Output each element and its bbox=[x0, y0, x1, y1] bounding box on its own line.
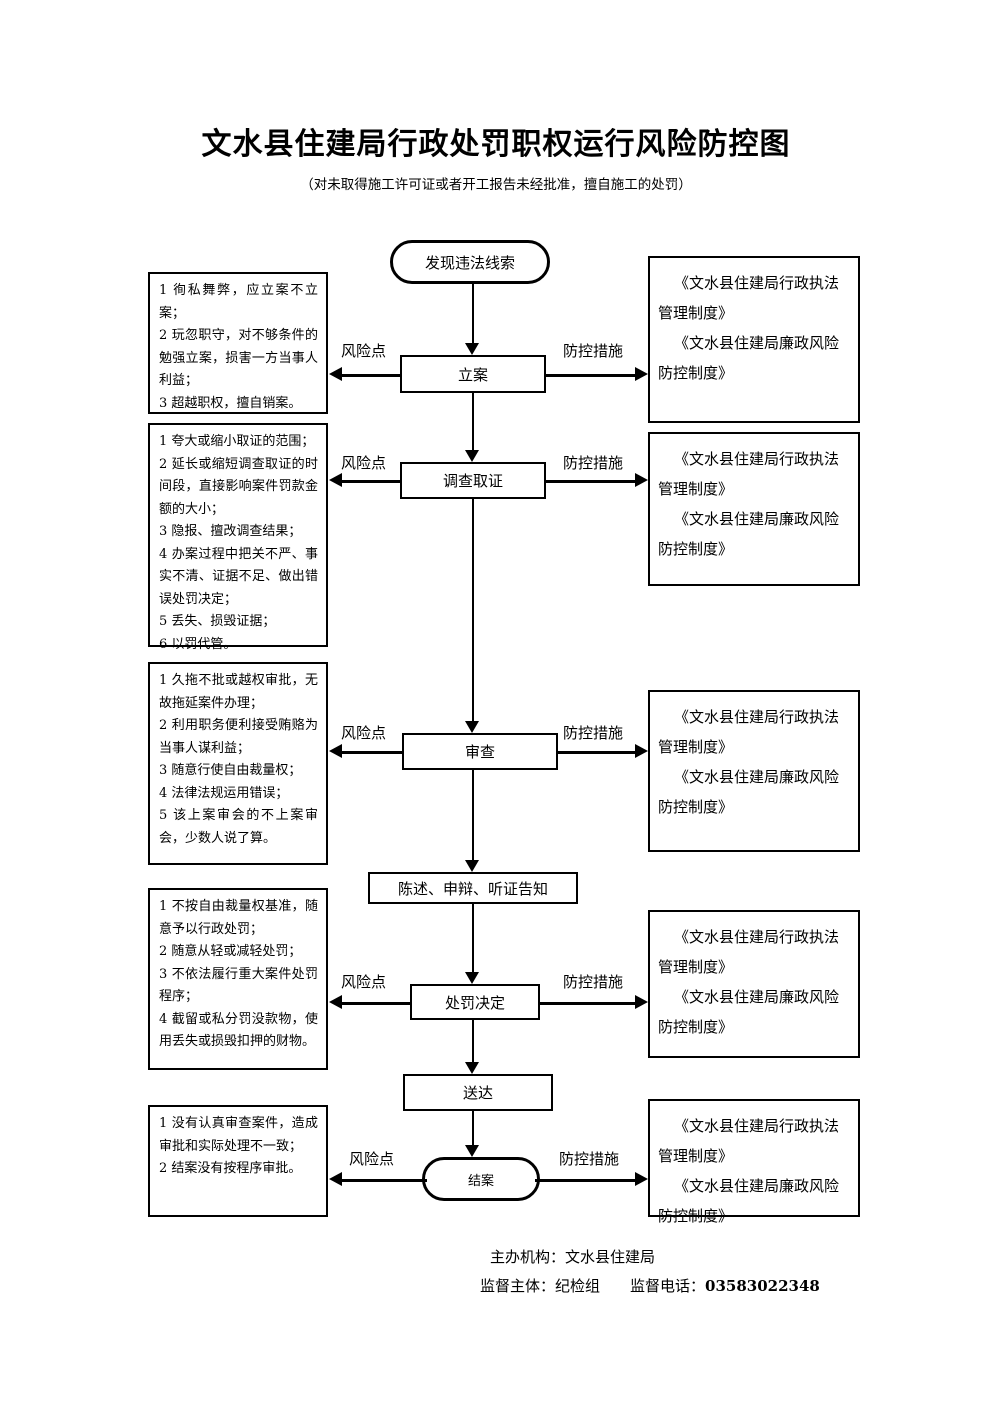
arrow-filing-investigate bbox=[465, 450, 479, 462]
footer-phone: 03583022348 bbox=[705, 1277, 820, 1295]
risk-box-filing: 1 徇私舞弊，应立案不立案； 2 玩忽职守，对不够条件的勉强立案，损害一方当事人… bbox=[148, 272, 328, 414]
control-line: 《文水县住建局行政执法管理制度》 bbox=[658, 928, 840, 976]
arrow-control-close bbox=[635, 1172, 648, 1186]
flow-node-close[interactable]: 结案 bbox=[422, 1157, 540, 1201]
control-line: 《文水县住建局廉政风险防控制度》 bbox=[658, 988, 840, 1036]
risk-box-decision: 1 不按自由裁量权基准，随意予以行政处罚； 2 随意从轻或减轻处罚； 3 不依法… bbox=[148, 888, 328, 1070]
page-title: 文水县住建局行政处罚职权运行风险防控图 bbox=[201, 127, 791, 162]
arrow-investigate-review bbox=[465, 721, 479, 733]
flow-node-investigate[interactable]: 调查取证 bbox=[400, 462, 546, 499]
arrow-risk-review bbox=[329, 744, 342, 758]
control-line: 《文水县住建局廉政风险防控制度》 bbox=[658, 334, 840, 382]
risk-box-review: 1 久拖不批或越权审批，无故拖延案件办理； 2 利用职务便利接受贿赂为当事人谋利… bbox=[148, 662, 328, 865]
risk-line: 5 该上案审会的不上案审会，少数人说了算。 bbox=[159, 808, 318, 846]
arrow-risk-investigate bbox=[329, 473, 342, 487]
control-box-close: 《文水县住建局行政执法管理制度》 《文水县住建局廉政风险防控制度》 bbox=[648, 1099, 860, 1225]
control-line: 《文水县住建局行政执法管理制度》 bbox=[658, 708, 840, 756]
label-risk-point-close: 风险点 bbox=[348, 1148, 396, 1169]
flow-node-deliver[interactable]: 送达 bbox=[403, 1074, 553, 1111]
risk-line: 4 办案过程中把关不严、事实不清、证据不足、做出错误处罚决定； bbox=[159, 546, 318, 607]
arrow-control-decision bbox=[635, 995, 648, 1009]
connector-risk-review bbox=[342, 751, 402, 754]
arrow-decision-deliver bbox=[465, 1062, 479, 1074]
label-risk-point-filing: 风险点 bbox=[340, 340, 388, 361]
flow-node-review[interactable]: 审查 bbox=[402, 733, 558, 770]
label-control-decision: 防控措施 bbox=[562, 971, 625, 992]
control-box-filing: 《文水县住建局行政执法管理制度》 《文水县住建局廉政风险防控制度》 bbox=[648, 256, 860, 423]
risk-box-close: 1 没有认真审查案件，造成审批和实际处理不一致； 2 结案没有按程序审批。 bbox=[148, 1105, 328, 1217]
footer-supervisor: 监督主体：纪检组 监督电话：03583022348 bbox=[480, 1275, 820, 1296]
risk-line: 4 截留或私分罚没款物，使用丢失或损毁扣押的财物。 bbox=[159, 1011, 318, 1050]
connector-control-close bbox=[535, 1179, 635, 1182]
connector-risk-decision bbox=[342, 1002, 410, 1005]
risk-line: 2 利用职务便利接受贿赂为当事人谋利益； bbox=[159, 718, 318, 756]
connector-filing-investigate bbox=[472, 393, 474, 450]
label-risk-point-investigate: 风险点 bbox=[340, 452, 388, 473]
flow-node-notify[interactable]: 陈述、申辩、听证告知 bbox=[368, 872, 578, 904]
label-control-review: 防控措施 bbox=[562, 722, 625, 743]
arrow-review-notify bbox=[465, 860, 479, 872]
label-control-filing: 防控措施 bbox=[562, 340, 625, 361]
risk-box-investigate: 1 夸大或缩小取证的范围； 2 延长或缩短调查取证的时间段，直接影响案件罚款金额… bbox=[148, 423, 328, 652]
risk-line: 3 随意行使自由裁量权； bbox=[159, 763, 302, 778]
risk-line: 1 夸大或缩小取证的范围； bbox=[159, 434, 315, 449]
connector-control-investigate bbox=[546, 480, 635, 483]
footer-supervisor-text: 监督主体：纪检组 监督电话： bbox=[480, 1277, 706, 1295]
risk-line: 1 不按自由裁量权基准，随意予以行政处罚； bbox=[159, 899, 318, 937]
control-line: 《文水县住建局行政执法管理制度》 bbox=[658, 274, 840, 322]
control-line: 《文水县住建局廉政风险防控制度》 bbox=[658, 768, 840, 816]
connector-control-filing bbox=[546, 374, 635, 377]
footer-organizer: 主办机构：文水县住建局 bbox=[490, 1248, 656, 1266]
control-line: 《文水县住建局行政执法管理制度》 bbox=[658, 450, 840, 498]
connector-control-decision bbox=[540, 1002, 635, 1005]
risk-line: 1 久拖不批或越权审批，无故拖延案件办理； bbox=[159, 673, 318, 711]
risk-line: 2 随意从轻或减轻处罚； bbox=[159, 944, 302, 959]
flow-node-filing[interactable]: 立案 bbox=[400, 355, 546, 393]
risk-line: 2 结案没有按程序审批。 bbox=[159, 1161, 302, 1176]
control-box-review: 《文水县住建局行政执法管理制度》 《文水县住建局廉政风险防控制度》 bbox=[648, 690, 860, 852]
risk-line: 1 没有认真审查案件，造成审批和实际处理不一致； bbox=[159, 1116, 318, 1154]
label-risk-point-decision: 风险点 bbox=[340, 971, 388, 992]
arrow-notify-decision bbox=[465, 972, 479, 984]
control-line: 《文水县住建局廉政风险防控制度》 bbox=[658, 1177, 840, 1225]
arrow-start-filing bbox=[465, 343, 479, 355]
risk-line: 3 超越职权，擅自销案。 bbox=[159, 395, 302, 411]
arrow-risk-decision bbox=[329, 995, 342, 1009]
risk-line: 2 延长或缩短调查取证的时间段，直接影响案件罚款金额的大小； bbox=[159, 456, 318, 517]
label-control-investigate: 防控措施 bbox=[562, 452, 625, 473]
risk-line: 1 徇私舞弊，应立案不立案； bbox=[159, 283, 318, 321]
connector-risk-close bbox=[342, 1179, 427, 1182]
control-line: 《文水县住建局行政执法管理制度》 bbox=[658, 1117, 840, 1165]
flow-node-decision[interactable]: 处罚决定 bbox=[410, 984, 540, 1020]
connector-review-notify bbox=[472, 770, 474, 860]
risk-line: 3 不依法履行重大案件处罚程序； bbox=[159, 966, 318, 1005]
risk-line: 4 法律法规运用错误； bbox=[159, 785, 289, 801]
connector-investigate-review bbox=[472, 499, 474, 721]
control-box-decision: 《文水县住建局行政执法管理制度》 《文水县住建局廉政风险防控制度》 bbox=[648, 910, 860, 1058]
connector-start-filing bbox=[472, 284, 474, 343]
arrow-control-filing bbox=[635, 367, 648, 381]
connector-deliver-close bbox=[472, 1111, 474, 1145]
label-risk-point-review: 风险点 bbox=[340, 722, 388, 743]
connector-control-review bbox=[558, 751, 635, 754]
arrow-risk-filing bbox=[329, 367, 342, 381]
arrow-control-investigate bbox=[635, 473, 648, 487]
connector-risk-filing bbox=[342, 374, 400, 377]
control-line: 《文水县住建局廉政风险防控制度》 bbox=[658, 510, 840, 558]
label-control-close: 防控措施 bbox=[558, 1148, 621, 1169]
connector-risk-investigate bbox=[342, 480, 400, 483]
risk-line: 5 丢失、损毁证据； bbox=[159, 614, 276, 629]
flow-node-start[interactable]: 发现违法线索 bbox=[390, 240, 550, 284]
risk-line: 6 以罚代管。 bbox=[159, 636, 237, 652]
arrow-control-review bbox=[635, 744, 648, 758]
risk-line: 3 隐报、擅改调查结果； bbox=[159, 524, 302, 539]
control-box-investigate: 《文水县住建局行政执法管理制度》 《文水县住建局廉政风险防控制度》 bbox=[648, 432, 860, 586]
page-subtitle: （对未取得施工许可证或者开工报告未经批准，擅自施工的处罚） bbox=[300, 177, 692, 193]
risk-line: 2 玩忽职守，对不够条件的勉强立案，损害一方当事人利益； bbox=[159, 328, 318, 388]
connector-decision-deliver bbox=[472, 1020, 474, 1062]
arrow-deliver-close bbox=[465, 1145, 479, 1157]
arrow-risk-close bbox=[329, 1172, 342, 1186]
connector-notify-decision bbox=[472, 904, 474, 972]
